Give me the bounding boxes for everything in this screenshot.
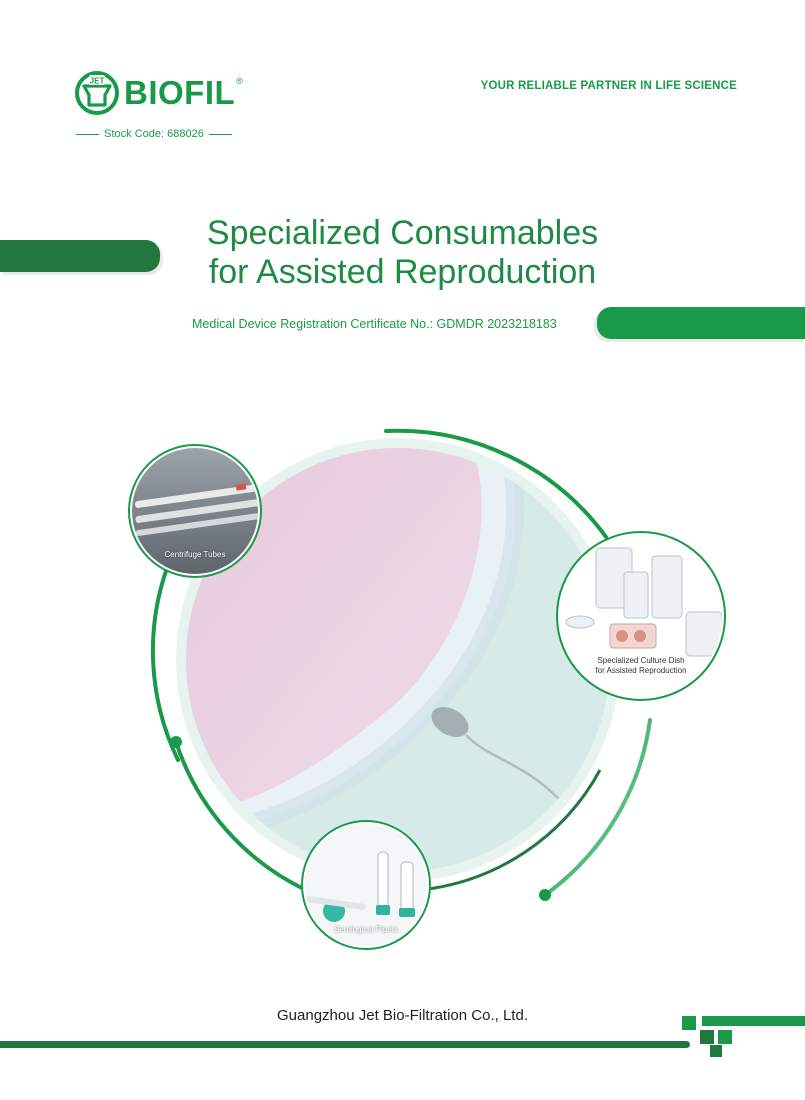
svg-text:JET: JET	[90, 77, 105, 86]
page-title: Specialized Consumables for Assisted Rep…	[0, 214, 805, 292]
stock-rule-left	[76, 133, 100, 135]
outer-arc-top	[384, 428, 608, 539]
biofil-logo: JET BIOFIL ®	[74, 70, 243, 116]
arc-dot-left	[170, 736, 182, 748]
inner-arc-bottom	[419, 769, 602, 892]
footer-green-line	[0, 1041, 690, 1048]
arc-dot-right	[539, 889, 551, 901]
stock-code: Stock Code: 688026	[76, 128, 232, 140]
title-line-2: for Assisted Reproduction	[208, 253, 597, 291]
green-band-left	[0, 240, 160, 272]
culture-dish-label-line-1: Specialized Culture Dish	[597, 656, 685, 665]
green-band-right	[597, 307, 805, 339]
outer-arc-right	[543, 718, 652, 897]
tagline: YOUR RELIABLE PARTNER IN LIFE SCIENCE	[480, 80, 737, 92]
title-line-1: Specialized Consumables	[206, 214, 599, 252]
outer-arc-left	[150, 558, 180, 762]
culture-dish-label-line-2: for Assisted Reproduction	[595, 666, 687, 675]
brand-name: BIOFIL	[124, 74, 236, 111]
stock-code-text: Stock Code: 688026	[104, 128, 204, 140]
serological-pipets-label: Serological Pipets	[333, 925, 399, 934]
centrifuge-tubes-label: Centrifuge Tubes	[164, 550, 226, 559]
jet-logo-icon: JET	[75, 71, 119, 115]
registered-mark: ®	[236, 76, 243, 86]
stock-rule-right	[208, 133, 232, 135]
pixel-squares-icon	[682, 1016, 805, 1057]
company-name: Guangzhou Jet Bio-Filtration Co., Ltd.	[277, 1007, 528, 1024]
certificate-number: Medical Device Registration Certificate …	[192, 317, 557, 331]
outer-arc-lower-left	[174, 740, 308, 892]
culture-dish-label: Specialized Culture Dish for Assisted Re…	[584, 656, 698, 676]
